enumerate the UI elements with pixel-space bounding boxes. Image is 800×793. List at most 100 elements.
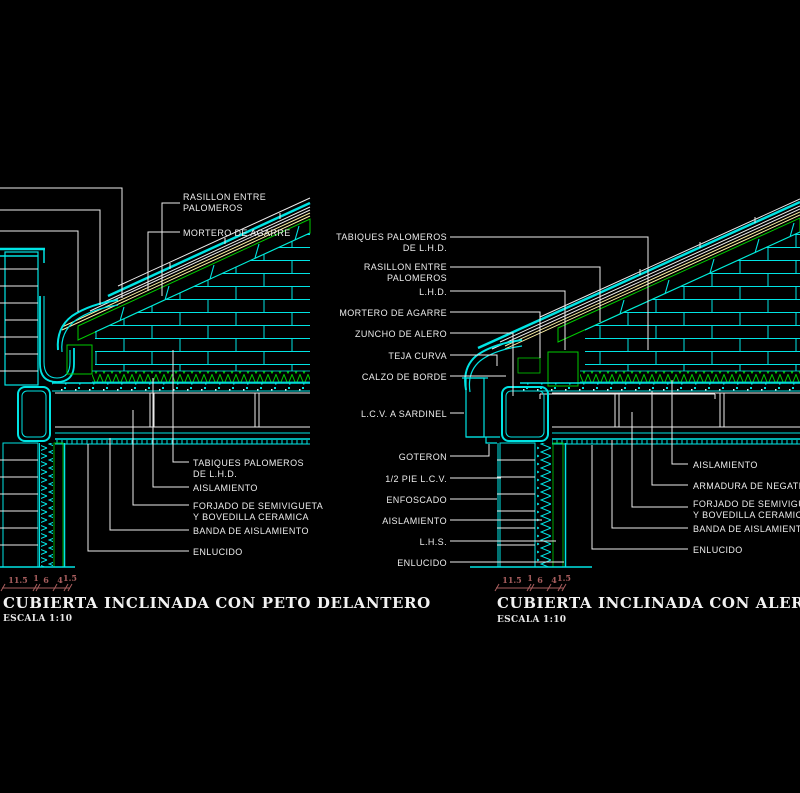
label-tabiques-1: TABIQUES PALOMEROS <box>193 458 304 468</box>
right-labels-right: AISLAMIENTO ARMADURA DE NEGATIVOS FORJAD… <box>693 460 800 555</box>
right-detail-title: CUBIERTA INCLINADA CON ALERO DE 1/2 PIE <box>497 594 800 612</box>
edge-leaders <box>0 187 123 312</box>
left-detail: RASILLON ENTRE PALOMEROS MORTERO DE AGAR… <box>0 187 431 624</box>
parapet-course-lines <box>0 268 38 372</box>
dim-11-5: 11.5 <box>8 575 27 585</box>
curved-tile-outer <box>56 299 119 351</box>
insulation-band <box>92 370 310 383</box>
label-forjado-1: FORJADO DE SEMIVIGUETA <box>693 499 800 509</box>
bovedilla-outlines <box>552 392 800 428</box>
tile-under-lines <box>491 205 800 350</box>
dim-4: 4 <box>551 575 557 585</box>
palomero-brickwork <box>95 233 310 371</box>
label-mortero: MORTERO DE AGARRE <box>183 228 291 238</box>
tile-under-lines <box>89 206 311 312</box>
rasillon-leader <box>450 266 601 322</box>
label-aislamiento: AISLAMIENTO <box>193 483 258 493</box>
label-tabiques-1: TABIQUES PALOMEROS <box>336 232 447 242</box>
tabiques-leader <box>172 350 189 463</box>
enlucido-leader <box>591 445 688 550</box>
label-aislamiento: AISLAMIENTO <box>382 516 447 526</box>
label-calzo: CALZO DE BORDE <box>362 372 447 382</box>
dim-1-5: 1.5 <box>63 573 77 583</box>
right-detail-scale: ESCALA 1:10 <box>497 615 566 625</box>
wall-insulation <box>41 443 53 567</box>
aislamiento-leader <box>671 380 688 465</box>
label-forjado-1: FORJADO DE SEMIVIGUETA <box>193 501 323 511</box>
banda-leader <box>109 438 189 531</box>
stepped-top-line <box>539 198 800 318</box>
insulation-band <box>580 370 800 383</box>
label-lhs: L.H.S. <box>420 537 447 547</box>
floor-slab <box>52 382 310 445</box>
right-leaders-right <box>591 380 688 550</box>
teja-leader <box>450 354 498 366</box>
tile-plane-line <box>477 200 800 350</box>
mortero-leader <box>147 231 180 291</box>
dim-1: 1 <box>527 573 533 583</box>
label-enlucido: ENLUCIDO <box>397 558 447 568</box>
label-goteron: GOTERON <box>399 452 447 462</box>
zuncho-leader <box>450 332 514 396</box>
dim-4: 4 <box>57 575 63 585</box>
wall-course-lines <box>497 459 535 546</box>
compression-layer-speckle <box>520 383 800 391</box>
left-labels: RASILLON ENTRE PALOMEROS MORTERO DE AGAR… <box>183 192 323 557</box>
goteron-leader <box>450 444 490 457</box>
dim-11-5: 11.5 <box>502 575 521 585</box>
lhd-leader <box>450 290 566 350</box>
banda-hatch <box>552 440 800 444</box>
label-enfoscado: ENFOSCADO <box>386 495 447 505</box>
rasillon-leader <box>161 202 180 296</box>
tabiques-leader <box>450 236 649 350</box>
gutter-channel <box>39 296 75 383</box>
dim-1: 1 <box>33 573 39 583</box>
label-enlucido: ENLUCIDO <box>693 545 743 555</box>
label-medio-pie: 1/2 PIE L.C.V. <box>385 474 447 484</box>
forjado-leader <box>132 410 189 506</box>
label-forjado-2: Y BOVEDILLA CERAMICA <box>193 512 309 522</box>
right-dimension: 11.5 1 6 4 1.5 <box>494 573 571 592</box>
left-detail-title: CUBIERTA INCLINADA CON PETO DELANTERO <box>3 594 431 612</box>
label-lhd: L.H.D. <box>419 287 447 297</box>
left-dimension: 11.5 1 6 4 1.5 <box>0 573 77 592</box>
label-zuncho: ZUNCHO DE ALERO <box>355 329 447 339</box>
wall-insulation <box>537 443 551 567</box>
label-forjado-2: Y BOVEDILLA CERAMICA <box>693 510 800 520</box>
mortar-bed-lines <box>504 211 800 350</box>
enlucido-leader <box>87 444 189 552</box>
left-leaders <box>0 187 189 552</box>
tile-plane-line <box>107 201 311 298</box>
mortero-leader <box>450 311 541 358</box>
label-rasillon-1: RASILLON ENTRE <box>364 262 447 272</box>
aislamiento-leader <box>152 378 189 488</box>
banda-leader <box>611 440 688 529</box>
left-detail-scale: ESCALA 1:10 <box>3 614 72 624</box>
label-banda: BANDA DE AISLAMIENTO <box>193 526 309 536</box>
parapet-brick-hatch <box>4 251 39 386</box>
label-teja: TEJA CURVA <box>388 351 447 361</box>
stepped-top-line <box>117 197 311 287</box>
right-detail: TABIQUES PALOMEROS DE L.H.D. RASILLON EN… <box>336 198 800 625</box>
forjado-leader <box>631 412 688 508</box>
palomero-brickwork <box>585 232 800 371</box>
label-aislamiento: AISLAMIENTO <box>693 460 758 470</box>
lower-wall <box>0 442 75 568</box>
label-sardinel: L.C.V. A SARDINEL <box>361 409 447 419</box>
dim-6: 6 <box>43 575 49 585</box>
negative-reinforcement <box>539 393 716 399</box>
label-rasillon-2: PALOMEROS <box>183 203 243 213</box>
label-enlucido: ENLUCIDO <box>193 547 243 557</box>
dim-6: 6 <box>537 575 543 585</box>
bovedilla-outlines <box>55 392 310 428</box>
drip-goteron <box>485 437 497 444</box>
wall-course-lines <box>0 459 38 546</box>
edge-shim-calzo <box>517 357 541 374</box>
lower-wall <box>470 442 592 568</box>
tie-beam-zuncho <box>17 386 51 442</box>
tie-beam-zuncho <box>501 386 549 442</box>
right-labels-left: TABIQUES PALOMEROS DE L.H.D. RASILLON EN… <box>336 232 447 568</box>
